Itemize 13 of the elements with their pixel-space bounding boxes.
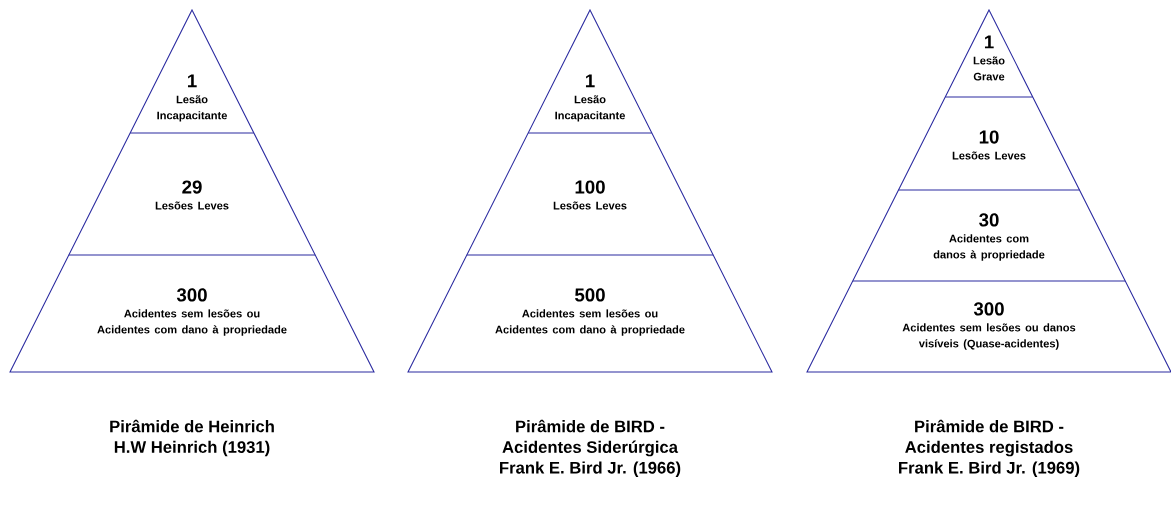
tier-label: 1 Lesão Incapacitante <box>157 74 227 122</box>
tier-label: 100 Lesões Leves <box>553 180 627 210</box>
tier-label: 30 Acidentes com danos à propriedade <box>933 213 1045 261</box>
tier-label: 300 Acidentes sem lesões ou Acidentes com dano à propriedade <box>97 288 287 336</box>
pyramid-caption: Pirâmide de BIRD - Acidentes Siderúrgica Frank E. Bird Jr. (1966) <box>500 419 681 477</box>
tier-label: 1 Lesão Grave <box>973 35 1005 81</box>
tier-label: 300 Acidentes sem lesões ou danos visíveis (Quase-acidentes) <box>902 302 1076 350</box>
tier-label: 10 Lesões Leves <box>952 130 1026 160</box>
pyramid-caption: Pirâmide de BIRD - Acidentes registados Frank E. Bird Jr. (1969) <box>899 419 1080 477</box>
tier-label: 500 Acidentes sem lesões ou Acidentes com dano à propriedade <box>495 288 685 336</box>
tier-label: 1 Lesão Incapacitante <box>555 74 625 122</box>
tier-label: 29 Lesões Leves <box>155 180 229 210</box>
pyramid-caption: Pirâmide de Heinrich H.W Heinrich (1931) <box>110 419 274 457</box>
